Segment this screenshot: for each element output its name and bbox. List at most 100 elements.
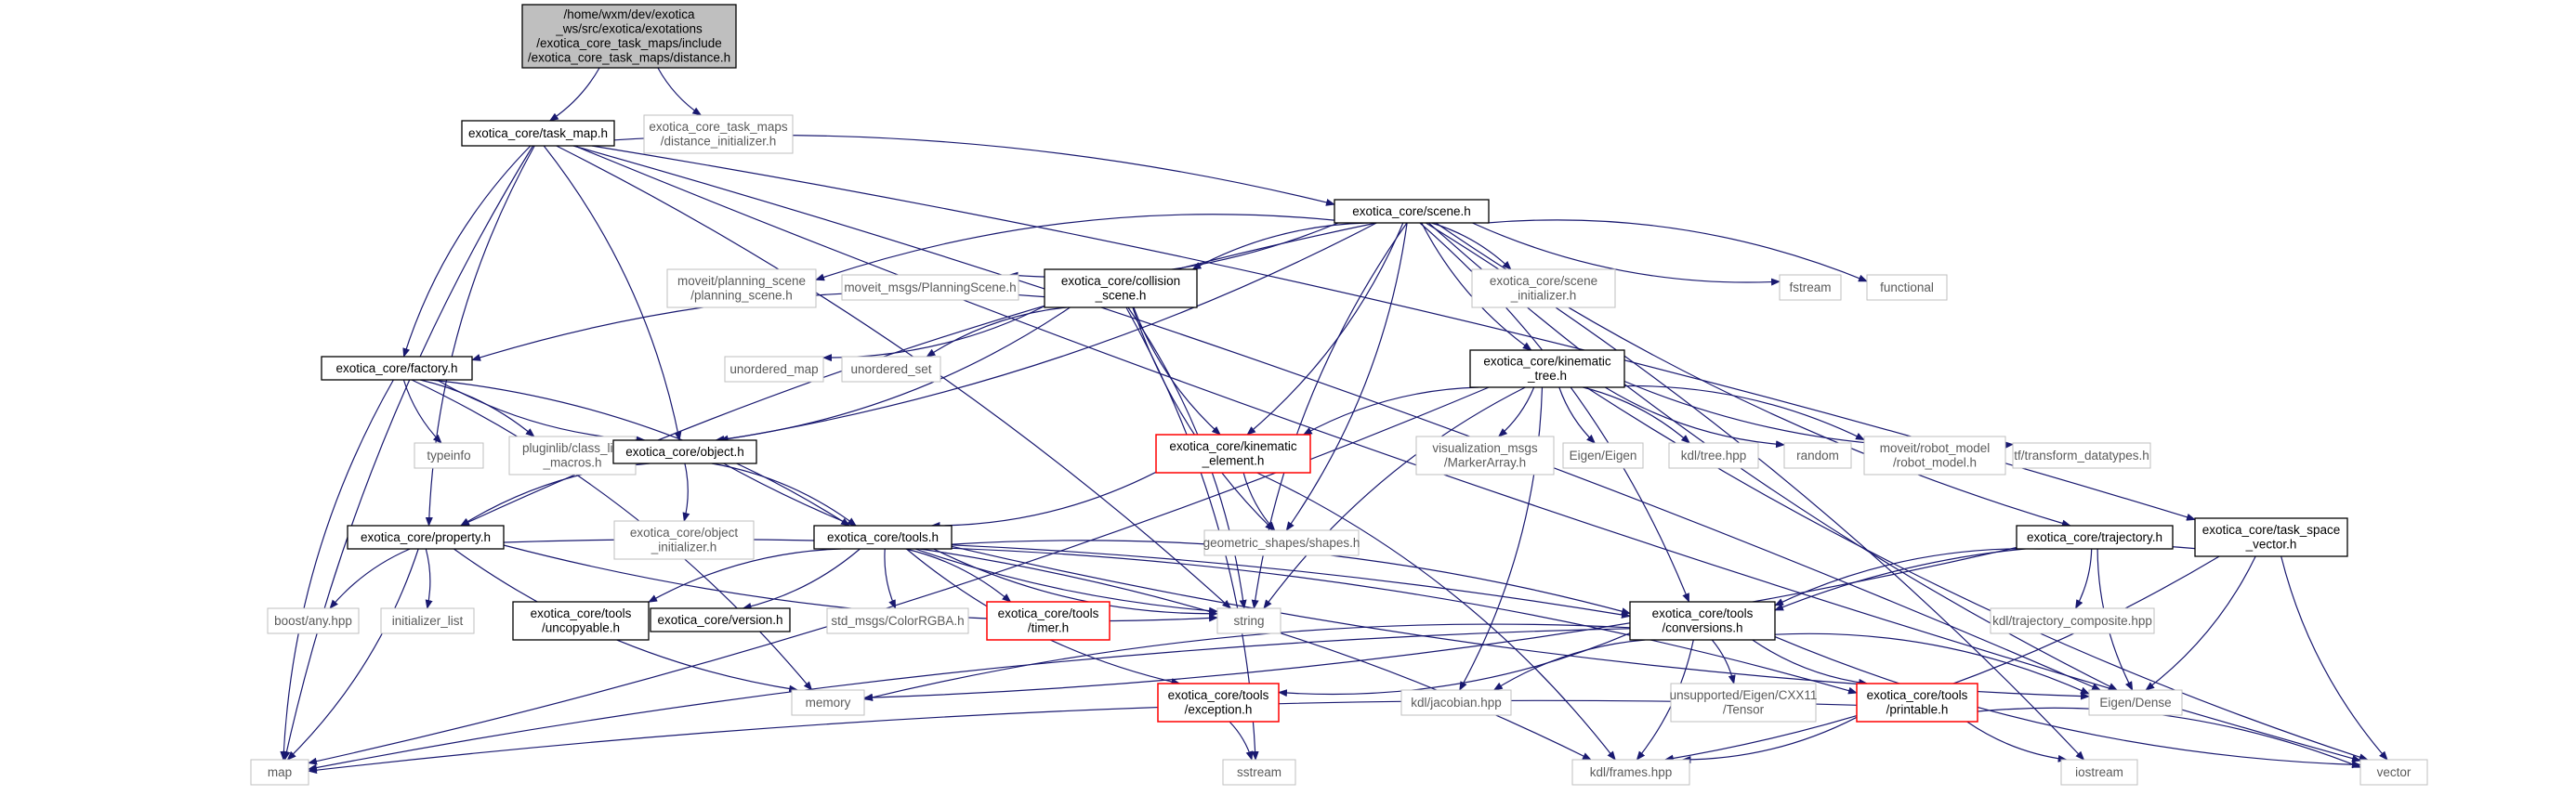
- node-property[interactable]: exotica_core/property.h: [347, 525, 505, 550]
- node-box-typeinfo: [414, 442, 484, 469]
- node-box-distance_init: [643, 114, 794, 154]
- node-box-fstream: [1779, 274, 1842, 301]
- node-box-kdl_tree: [1668, 442, 1759, 469]
- edge-conversions-to-tensor: [1711, 639, 1736, 684]
- node-box-robot_model: [1863, 436, 2006, 476]
- edge-factory-to-memory: [411, 379, 813, 691]
- edge-distance-to-task_map: [548, 67, 600, 122]
- node-label-string-line-0: string: [1233, 614, 1264, 628]
- node-box-task_map: [461, 120, 615, 147]
- node-label-tensor-line-1: /Tensor: [1723, 703, 1765, 717]
- edge-factory-to-tools: [429, 379, 850, 527]
- edge-trajectory-to-conversions: [1774, 548, 2041, 606]
- node-label-kinematic_element-line-0: exotica_core/kinematic: [1169, 439, 1297, 453]
- node-label-class_list-line-1: _macros.h: [542, 456, 601, 470]
- node-label-printable-line-0: exotica_core/tools: [1867, 688, 1968, 702]
- node-box-kdl_jacobian: [1400, 689, 1512, 716]
- node-memory: memory: [791, 689, 865, 716]
- edge-scene-to-kinematic_element: [1246, 222, 1404, 436]
- edge-tools-to-printable: [951, 547, 1858, 695]
- node-box-geometric_shapes: [1203, 529, 1360, 556]
- edge-kinematic_element-to-geometric_shapes: [1242, 472, 1276, 531]
- edge-task_space_vector-to-kdl_frames: [1663, 555, 2220, 762]
- node-box-distance: [521, 4, 737, 69]
- node-printable[interactable]: exotica_core/tools/printable.h: [1856, 683, 1978, 723]
- node-trajectory[interactable]: exotica_core/trajectory.h: [2016, 525, 2174, 550]
- node-label-scene-line-0: exotica_core/scene.h: [1352, 204, 1471, 218]
- node-label-map-line-0: map: [268, 765, 292, 779]
- node-box-task_space_vector: [2194, 517, 2348, 557]
- node-box-tf_datatypes: [2012, 442, 2151, 469]
- node-label-factory-line-0: exotica_core/factory.h: [335, 361, 457, 375]
- node-task_space_vector[interactable]: exotica_core/task_space_vector.h: [2194, 517, 2348, 557]
- node-box-boost_any: [267, 607, 360, 634]
- node-distance[interactable]: /home/wxm/dev/exotica_ws/src/exotica/exo…: [521, 4, 737, 69]
- edge-property-to-map: [286, 548, 419, 761]
- edge-scene-to-functional: [1487, 219, 1868, 282]
- edge-conversions-to-printable: [1752, 639, 1869, 686]
- node-task_map[interactable]: exotica_core/task_map.h: [461, 120, 615, 147]
- node-label-random-line-0: random: [1796, 449, 1839, 463]
- node-label-fstream-line-0: fstream: [1789, 280, 1831, 294]
- node-tf_datatypes: tf/transform_datatypes.h: [2012, 442, 2151, 469]
- node-box-collision_scene: [1044, 268, 1198, 308]
- node-label-task_space_vector-line-0: exotica_core/task_space: [2202, 523, 2341, 537]
- node-tools[interactable]: exotica_core/tools.h: [813, 525, 953, 550]
- node-label-collision_scene-line-0: exotica_core/collision: [1061, 274, 1180, 288]
- node-factory[interactable]: exotica_core/factory.h: [321, 356, 473, 381]
- node-geometric_shapes: geometric_shapes/shapes.h: [1203, 529, 1360, 556]
- node-label-traj_composite-line-0: kdl/trajectory_composite.hpp: [1992, 614, 2152, 628]
- node-label-viz_msgs-line-0: visualization_msgs: [1432, 441, 1538, 455]
- node-box-kinematic_element: [1155, 434, 1311, 474]
- node-label-property-line-0: exotica_core/property.h: [361, 530, 491, 544]
- edge-kinematic_tree-to-kinematic_element: [1302, 386, 1479, 436]
- node-label-robot_model-line-1: /robot_model.h: [1893, 456, 1977, 470]
- edge-collision_scene-to-unordered_set: [926, 306, 1067, 358]
- node-kinematic_tree[interactable]: exotica_core/kinematic_tree.h: [1469, 349, 1625, 388]
- node-version[interactable]: exotica_core/version.h: [650, 607, 791, 632]
- edge-distance-to-distance_init: [657, 67, 703, 116]
- node-label-kdl_jacobian-line-0: kdl/jacobian.hpp: [1411, 696, 1502, 710]
- edge-scene-to-collision_scene: [1191, 222, 1368, 270]
- node-box-scene_init: [1471, 268, 1616, 308]
- node-traj_composite: kdl/trajectory_composite.hpp: [1990, 607, 2155, 634]
- node-exception[interactable]: exotica_core/tools/exception.h: [1157, 683, 1280, 723]
- edge-kinematic_tree-to-map: [308, 386, 1490, 765]
- node-box-memory: [791, 689, 865, 716]
- node-label-distance_init-line-0: exotica_core_task_maps: [649, 120, 788, 134]
- edge-trajectory-to-memory: [863, 546, 2017, 702]
- node-label-timer-line-1: /timer.h: [1028, 621, 1069, 635]
- node-box-moveit_ps: [666, 268, 817, 308]
- node-iostream: iostream: [2060, 759, 2138, 786]
- node-collision_scene[interactable]: exotica_core/collision_scene.h: [1044, 268, 1198, 308]
- edge-factory-to-class_list: [419, 379, 535, 437]
- node-scene[interactable]: exotica_core/scene.h: [1334, 199, 1490, 224]
- node-box-functional: [1866, 274, 1948, 301]
- node-box-kdl_frames: [1571, 759, 1690, 786]
- edge-tools-to-timer: [905, 548, 1012, 603]
- edge-kinematic_tree-to-viz_msgs: [1497, 386, 1535, 437]
- edge-kinematic_tree-to-string: [1263, 386, 1526, 609]
- node-conversions[interactable]: exotica_core/tools/conversions.h: [1629, 601, 1776, 641]
- node-object[interactable]: exotica_core/object.h: [612, 439, 757, 464]
- node-label-unordered_map-line-0: unordered_map: [729, 362, 818, 376]
- edge-tools-to-uncopyable: [648, 548, 841, 603]
- node-uncopyable[interactable]: exotica_core/tools/uncopyable.h: [512, 601, 650, 641]
- node-box-vector: [2359, 759, 2428, 786]
- edge-collision_scene-to-object: [715, 306, 1071, 443]
- node-kinematic_element[interactable]: exotica_core/kinematic_element.h: [1155, 434, 1311, 474]
- node-box-uncopyable: [512, 601, 650, 641]
- node-label-distance-line-2: /exotica_core_task_maps/include: [536, 36, 722, 50]
- node-timer[interactable]: exotica_core/tools/timer.h: [986, 601, 1111, 641]
- node-string: string: [1216, 607, 1281, 634]
- node-label-eigen_dense-line-0: Eigen/Dense: [2099, 696, 2171, 710]
- edge-scene-to-geometric_shapes: [1285, 222, 1408, 531]
- node-box-sstream: [1222, 759, 1296, 786]
- node-label-moveit_ps-line-0: moveit/planning_scene: [677, 274, 806, 288]
- node-label-color_rgba-line-0: std_msgs/ColorRGBA.h: [831, 614, 964, 628]
- node-map: map: [250, 759, 309, 786]
- node-box-unordered_set: [841, 356, 941, 383]
- edge-scene-to-kinematic_tree: [1421, 222, 1532, 351]
- node-box-moveit_msgs_ps: [841, 274, 1019, 301]
- node-label-trajectory-line-0: exotica_core/trajectory.h: [2027, 530, 2162, 544]
